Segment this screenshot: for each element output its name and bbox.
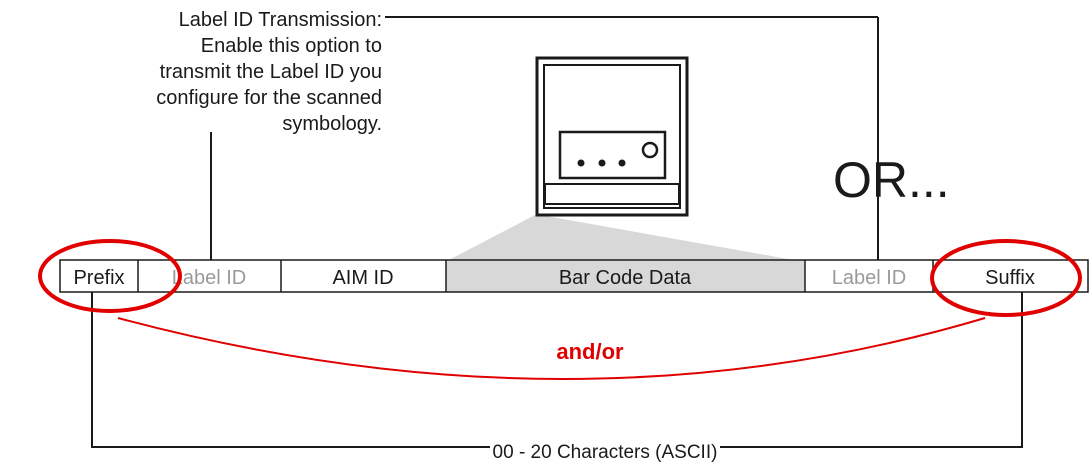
and-or-label: and/or bbox=[556, 339, 624, 364]
highlight-annotations: and/or bbox=[38, 239, 1082, 380]
bar-code-data-fill bbox=[446, 260, 805, 292]
scanner-beam bbox=[445, 215, 805, 262]
range-bracket-left bbox=[91, 292, 490, 448]
callout-line: Enable this option to bbox=[201, 35, 382, 57]
callout-line: Label ID Transmission: bbox=[179, 9, 382, 31]
range-bracket-right bbox=[720, 292, 1023, 448]
fields-border bbox=[59, 259, 1089, 293]
field-label-id-right: Label ID bbox=[832, 267, 907, 289]
field-aim-id: AIM ID bbox=[332, 267, 393, 289]
field-bar-code-data: Bar Code Data bbox=[559, 267, 692, 289]
field-suffix: Suffix bbox=[985, 267, 1035, 289]
range-label: 00 - 20 Characters (ASCII) bbox=[493, 442, 718, 463]
suffix-highlight-ellipse bbox=[930, 239, 1082, 317]
and-or-arc bbox=[117, 317, 986, 380]
callout-label-id-transmission: Label ID Transmission: Enable this optio… bbox=[156, 9, 382, 135]
prefix-highlight-ellipse bbox=[38, 239, 182, 313]
callout-line: transmit the Label ID you bbox=[160, 61, 382, 83]
callout-line: symbology. bbox=[282, 113, 382, 135]
data-format-row: Prefix Label ID AIM ID Bar Code Data Lab… bbox=[59, 259, 1089, 293]
callout-line: configure for the scanned bbox=[156, 87, 382, 109]
or-label: OR... bbox=[833, 152, 950, 208]
scanner-icon bbox=[445, 56, 805, 262]
field-label-id-left: Label ID bbox=[172, 267, 247, 289]
field-prefix: Prefix bbox=[73, 267, 124, 289]
